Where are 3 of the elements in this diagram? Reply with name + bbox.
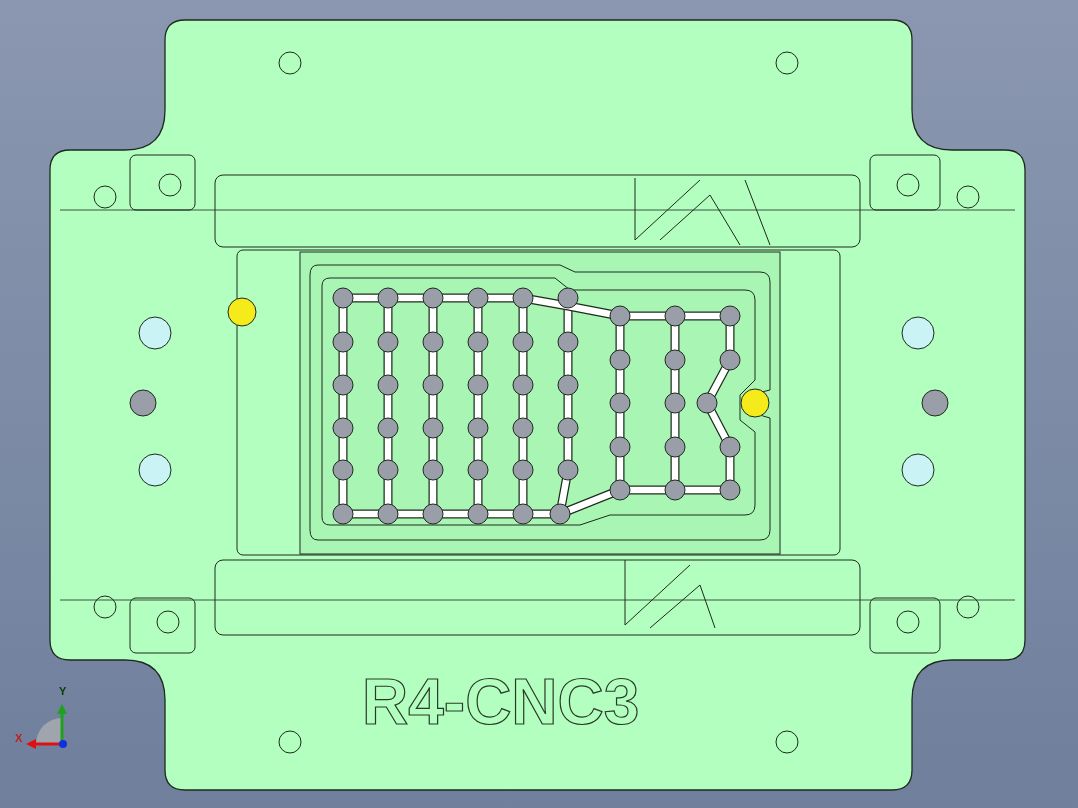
- engraved-text: R4-CNC3: [362, 670, 640, 734]
- axis-label: X: [15, 733, 23, 744]
- axis-label: Y: [59, 686, 67, 697]
